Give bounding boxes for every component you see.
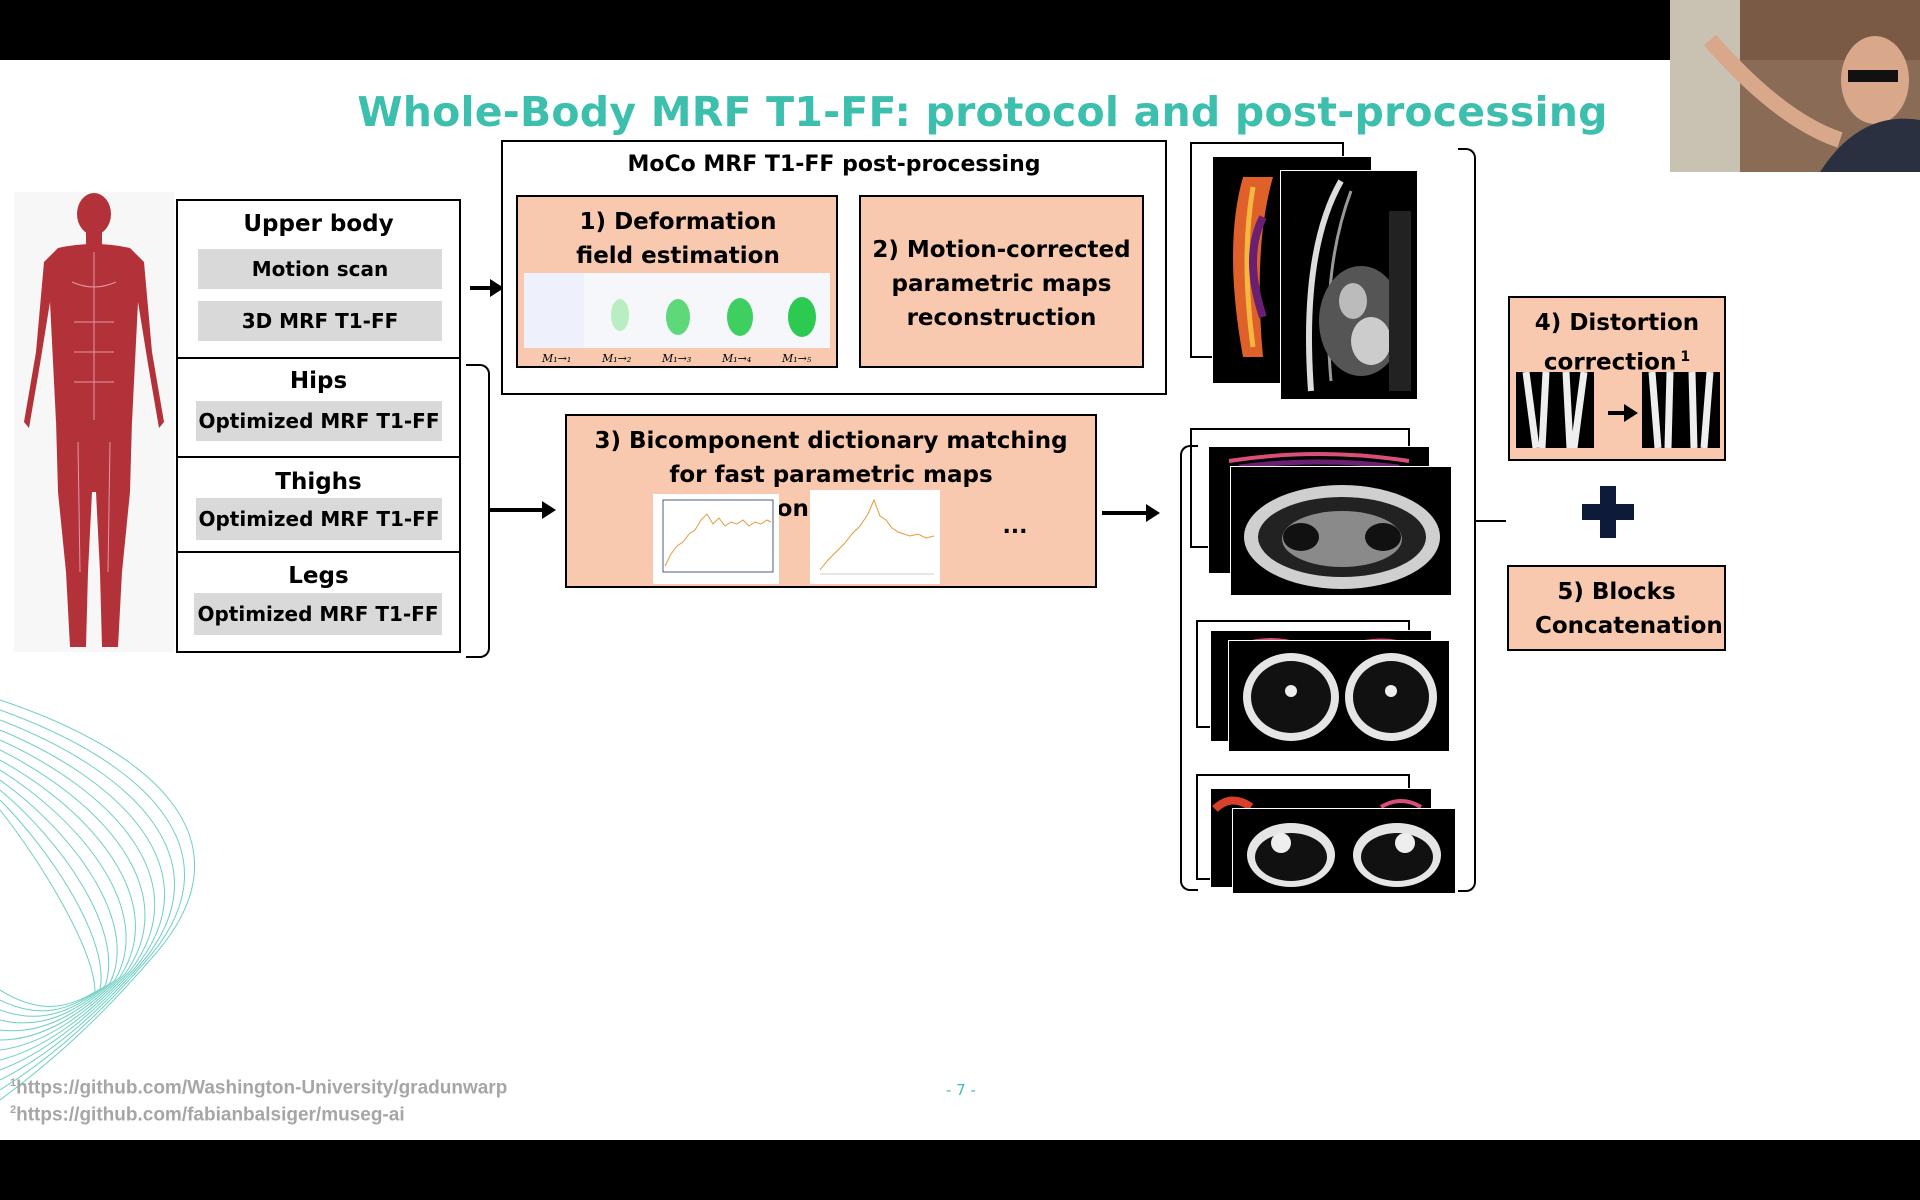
- wave-decoration: [0, 699, 196, 1101]
- reference-2-marker: 2: [10, 1104, 17, 1116]
- anatomy-figure: [14, 192, 174, 652]
- thighs-heading: Thighs: [275, 469, 362, 495]
- upper-body-heading: Upper body: [243, 211, 394, 237]
- distortion-before-image: [1516, 372, 1594, 448]
- plus-icon: [1582, 486, 1634, 538]
- brace-lower-maps: [1180, 445, 1198, 891]
- distortion-correction-text: 4) Distortion correction: [1534, 310, 1700, 376]
- fingerprint-plot-1: [653, 494, 779, 584]
- blocks-concatenation-label: 5) Blocks Concatenation: [1535, 579, 1723, 639]
- mrf-3d-step: 3D MRF T1-FF: [198, 301, 442, 341]
- brace-all-maps: [1458, 148, 1476, 892]
- thighs-step: Optimized MRF T1-FF: [196, 498, 442, 540]
- motion-scan-step: Motion scan: [198, 249, 442, 289]
- arrow-dictionary-to-maps: [1102, 504, 1160, 522]
- brace-lower-blocks: [466, 364, 490, 658]
- reference-1: 1https://github.com/Washington-Universit…: [10, 1077, 507, 1099]
- reference-2: 2https://github.com/fabianbalsiger/museg…: [10, 1104, 405, 1126]
- distortion-after-image: [1642, 372, 1720, 448]
- reference-2-link[interactable]: https://github.com/fabianbalsiger/museg-…: [16, 1104, 405, 1126]
- legs-step: Optimized MRF T1-FF: [194, 593, 442, 635]
- deformation-field-box: 1) Deformation field estimation M₁→₁ M₁→…: [516, 195, 838, 368]
- frame-label-4: M₁→₄: [722, 352, 752, 365]
- frame-label-1: M₁→₁: [542, 352, 572, 365]
- dictionary-matching-box: 3) Bicomponent dictionary matching for f…: [565, 414, 1097, 588]
- top-letterbox: [0, 0, 1920, 60]
- reference-1-link[interactable]: https://github.com/Washington-University…: [16, 1077, 508, 1099]
- deformation-frames: [524, 273, 830, 348]
- protocol-legs: Legs Optimized MRF T1-FF: [176, 551, 461, 653]
- hips-t1-map: [1230, 466, 1452, 596]
- fingerprint-plot-2: [810, 490, 940, 584]
- speaker-webcam: [1670, 0, 1920, 172]
- thighs-t1-map: [1228, 640, 1450, 752]
- blocks-concatenation-box: 5) Blocks Concatenation: [1507, 565, 1726, 651]
- distortion-arrow: [1608, 404, 1638, 422]
- reference-1-marker: 1: [10, 1077, 17, 1089]
- frame-label-5: M₁→₅: [782, 352, 812, 365]
- hips-step: Optimized MRF T1-FF: [196, 401, 442, 441]
- moco-heading: MoCo MRF T1-FF post-processing: [627, 152, 1041, 177]
- frame-label-3: M₁→₃: [662, 352, 692, 365]
- frame-label-2: M₁→₂: [602, 352, 632, 365]
- page-number: - 7 -: [946, 1081, 976, 1099]
- slide-title: Whole-Body MRF T1-FF: protocol and post-…: [357, 88, 1608, 136]
- motion-corrected-box: 2) Motion-corrected parametric maps reco…: [859, 195, 1144, 368]
- protocol-thighs: Thighs Optimized MRF T1-FF: [176, 456, 461, 553]
- distortion-footnote-marker: 1: [1680, 349, 1691, 365]
- dictionary-ellipsis: ...: [1002, 514, 1028, 539]
- protocol-hips: Hips Optimized MRF T1-FF: [176, 357, 461, 458]
- hips-heading: Hips: [289, 368, 348, 394]
- deformation-field-label: 1) Deformation field estimation: [576, 209, 780, 269]
- legs-t1-map: [1232, 808, 1456, 894]
- arrow-lower-to-dictionary: [490, 501, 556, 519]
- protocol-upper-body: Upper body Motion scan 3D MRF T1-FF: [176, 199, 461, 359]
- motion-corrected-label: 2) Motion-corrected parametric maps reco…: [872, 237, 1131, 331]
- upper-t1-map: [1280, 170, 1418, 400]
- arrow-upper-to-moco: [470, 279, 504, 297]
- bottom-letterbox: [0, 1140, 1920, 1200]
- legs-heading: Legs: [288, 563, 349, 589]
- brace-all-maps-tip: [1476, 520, 1506, 522]
